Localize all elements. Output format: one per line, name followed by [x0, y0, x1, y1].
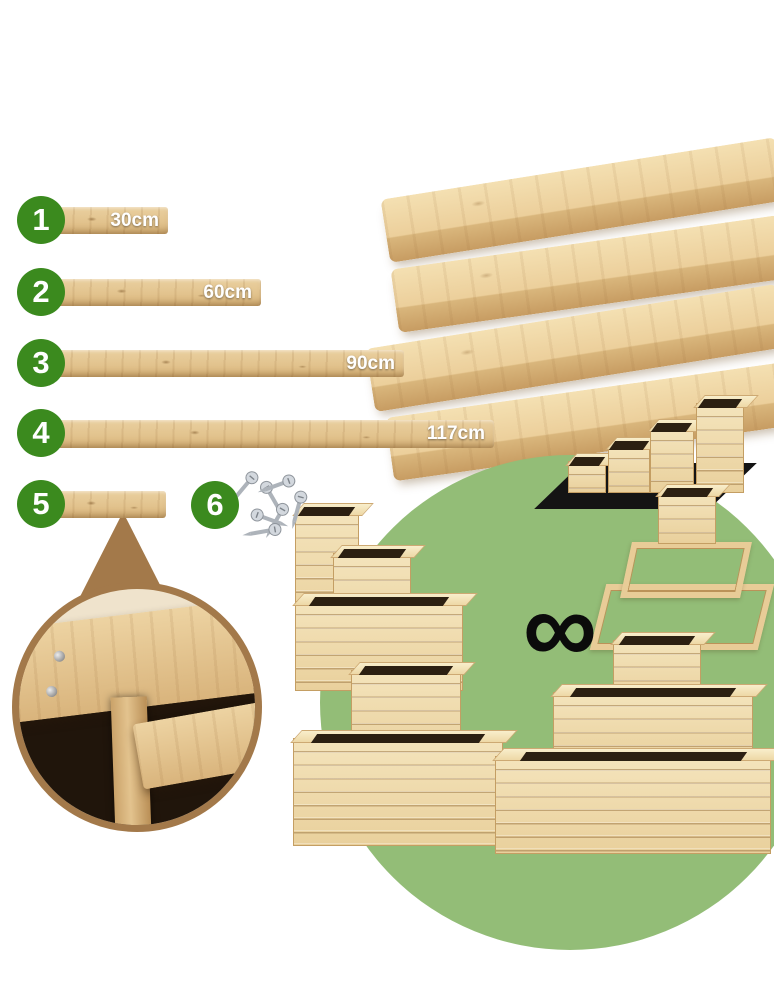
plank-length-label: 30cm	[110, 209, 159, 231]
plank-90cm: 90cm	[54, 350, 404, 377]
screw-head-icon	[45, 685, 58, 698]
planter-step	[605, 437, 665, 493]
planter-tier	[290, 730, 518, 846]
part-5-badge: 5	[17, 480, 65, 528]
plank-short-block	[56, 491, 166, 518]
open-frame-pyramid-planter	[589, 484, 774, 650]
planter-step	[565, 453, 621, 493]
part-6-badge: 6	[191, 481, 239, 529]
plank-117cm: 117cm	[54, 420, 494, 448]
part-1-badge: 1	[17, 196, 65, 244]
plank-60cm: 60cm	[56, 279, 261, 306]
two-tier-box-planter	[290, 662, 518, 848]
plank-length-label: 90cm	[346, 352, 395, 374]
pyramid-top-box	[655, 484, 731, 544]
planter-tier	[492, 748, 774, 854]
part-4-badge: 4	[17, 409, 65, 457]
pyramid-frame-tier	[620, 542, 752, 598]
planter-step	[647, 419, 709, 493]
stepped-planter-on-mat	[534, 383, 774, 523]
stair-step-planter	[283, 503, 483, 693]
screws-icon	[226, 460, 326, 555]
part-3-badge: 3	[17, 339, 65, 387]
part-2-badge: 2	[17, 268, 65, 316]
plank-length-label: 117cm	[426, 423, 485, 444]
plank-30cm: 30cm	[56, 207, 168, 234]
plank-length-label: 60cm	[203, 281, 252, 303]
infinity-symbol: ∞	[522, 570, 598, 686]
three-tier-pyramid-planter	[492, 632, 774, 855]
planter-step	[693, 395, 759, 493]
screw-head-icon	[53, 650, 66, 663]
corner-joint-detail-circle	[12, 582, 262, 832]
